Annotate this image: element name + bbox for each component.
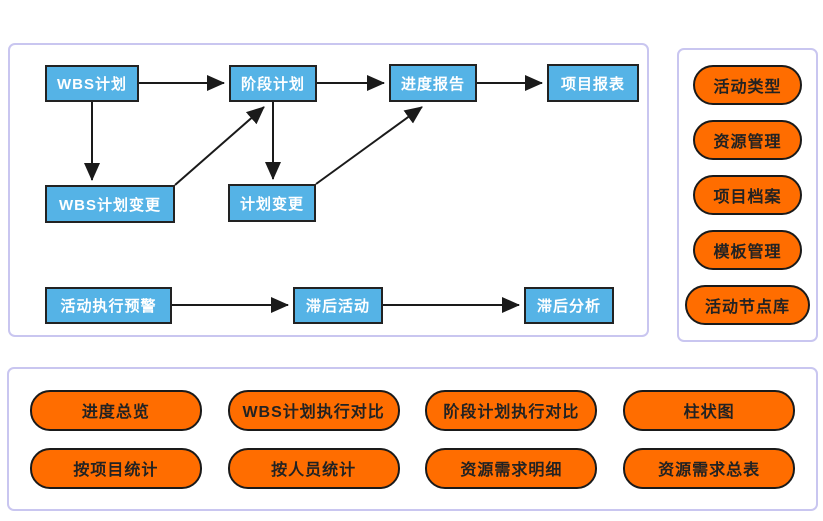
flow-node-lag-activity[interactable]: 滞后活动 <box>293 287 383 324</box>
menu-button-resource-management[interactable]: 资源管理 <box>693 120 802 160</box>
flow-node-progress-report[interactable]: 进度报告 <box>389 64 477 102</box>
bottom-menu-panel: 进度总览 WBS计划执行对比 阶段计划执行对比 柱状图 按项目统计 按人员统计 … <box>7 367 818 511</box>
side-menu-panel: 活动类型 资源管理 项目档案 模板管理 活动节点库 <box>677 48 818 342</box>
flow-node-activity-exec-warning[interactable]: 活动执行预警 <box>45 287 172 324</box>
flow-node-wbs-plan[interactable]: WBS计划 <box>45 65 139 102</box>
menu-button-resource-demand-summary[interactable]: 资源需求总表 <box>623 447 796 489</box>
flow-node-wbs-plan-change[interactable]: WBS计划变更 <box>45 185 175 223</box>
flow-node-project-report[interactable]: 项目报表 <box>547 64 639 102</box>
menu-button-wbs-plan-exec-compare[interactable]: WBS计划执行对比 <box>227 389 400 431</box>
flow-node-plan-change[interactable]: 计划变更 <box>228 184 316 222</box>
menu-button-bar-chart[interactable]: 柱状图 <box>623 389 796 431</box>
edge-wbs-plan-change-to-phase-plan <box>174 106 265 186</box>
menu-button-phase-plan-exec-compare[interactable]: 阶段计划执行对比 <box>425 389 598 431</box>
menu-button-template-management[interactable]: 模板管理 <box>693 230 802 270</box>
menu-button-stats-by-person[interactable]: 按人员统计 <box>227 447 400 489</box>
edge-plan-change-to-progress-report <box>315 106 423 185</box>
menu-button-project-archive[interactable]: 项目档案 <box>693 175 802 215</box>
flowchart-panel: WBS计划 阶段计划 进度报告 项目报表 WBS计划变更 计划变更 活动执行预警… <box>8 43 649 337</box>
menu-button-activity-type[interactable]: 活动类型 <box>693 65 802 105</box>
menu-button-activity-node-library[interactable]: 活动节点库 <box>684 285 810 325</box>
flow-node-lag-analysis[interactable]: 滞后分析 <box>524 287 614 324</box>
menu-button-resource-demand-detail[interactable]: 资源需求明细 <box>425 447 598 489</box>
menu-button-progress-overview[interactable]: 进度总览 <box>29 389 202 431</box>
flow-node-phase-plan[interactable]: 阶段计划 <box>229 65 317 102</box>
menu-button-stats-by-project[interactable]: 按项目统计 <box>29 447 202 489</box>
